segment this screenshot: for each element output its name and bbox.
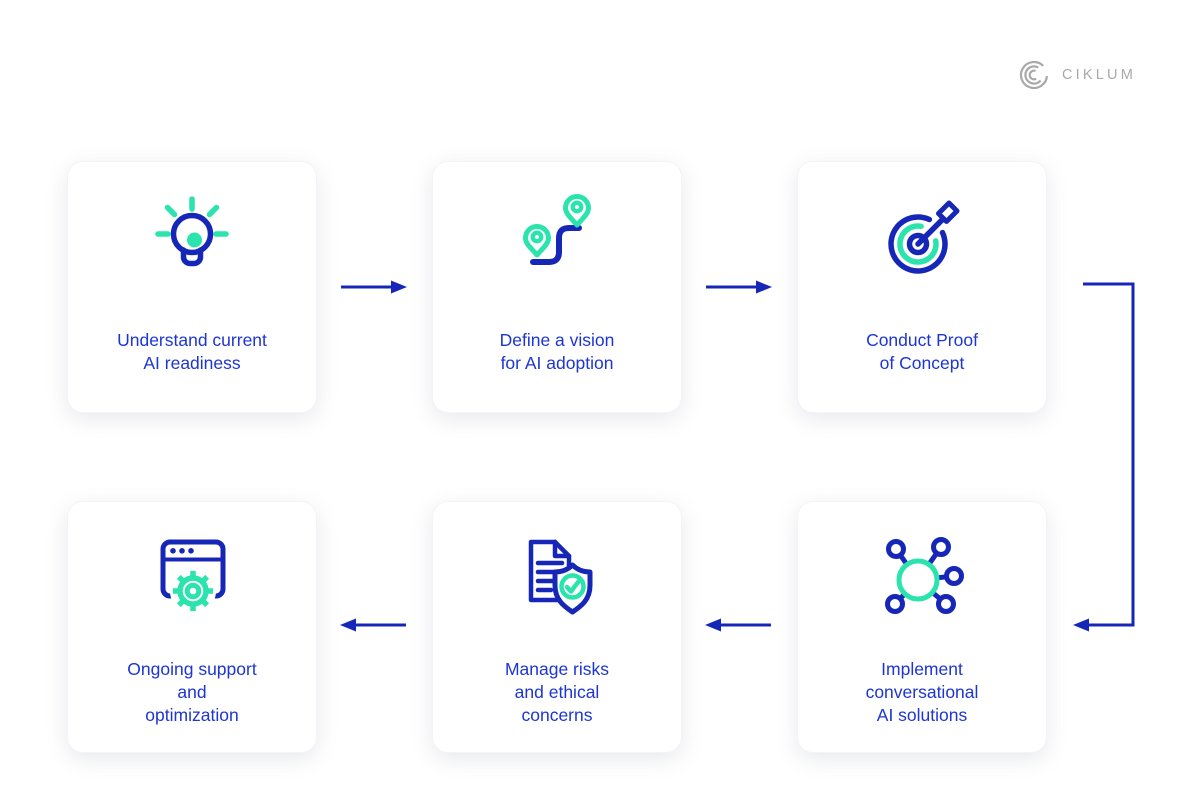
ciklum-logo: CIKLUM — [1019, 57, 1136, 93]
card-label-line: Implement — [881, 658, 963, 679]
card-label-line: Ongoing support — [127, 658, 257, 679]
route-icon — [523, 194, 591, 265]
lightbulb-icon — [155, 196, 229, 267]
card-label-line: of Concept — [879, 353, 965, 373]
card-label-line: Understand current — [117, 330, 267, 350]
arrow-left-icon — [340, 618, 406, 632]
card-icon-wrap — [798, 502, 1046, 650]
step-card-understand-ai-readiness: Understand current AI readiness — [67, 161, 317, 413]
card-icon-wrap — [68, 502, 316, 650]
card-label-line: AI solutions — [876, 704, 968, 725]
step-card-implement-ai-solutions: Implement conversational AI solutions — [797, 501, 1047, 753]
card-label-line: and ethical — [514, 681, 600, 702]
card-label-line: conversational — [865, 681, 979, 702]
logo-text: CIKLUM — [1062, 67, 1136, 83]
card-label: Manage risks and ethical concerns — [433, 650, 681, 752]
card-label-line: and — [177, 681, 207, 702]
card-icon-wrap — [68, 162, 316, 310]
card-label: Conduct Proof of Concept — [798, 310, 1046, 412]
ciklum-logo-mark-icon — [1019, 60, 1049, 90]
target-dart-icon — [888, 200, 960, 274]
card-label-line: AI readiness — [143, 353, 241, 373]
card-icon-wrap — [433, 162, 681, 310]
arrow-right-icon — [706, 280, 772, 294]
card-label: Understand current AI readiness — [68, 310, 316, 412]
card-label-line: optimization — [145, 704, 239, 725]
network-icon — [885, 537, 964, 614]
card-label: Define a vision for AI adoption — [433, 310, 681, 412]
elbow-connector-arrow-icon — [1073, 282, 1135, 632]
step-card-define-vision: Define a vision for AI adoption — [432, 161, 682, 413]
card-label-line: Manage risks — [504, 658, 610, 679]
card-label-line: Conduct Proof — [866, 330, 978, 350]
card-label-line: concerns — [521, 704, 593, 725]
browser-gear-icon — [160, 539, 226, 614]
card-label-line: Define a vision — [499, 330, 615, 350]
card-label: Ongoing support and optimization — [68, 650, 316, 752]
arrow-left-icon — [705, 618, 771, 632]
card-label: Implement conversational AI solutions — [798, 650, 1046, 752]
step-card-conduct-poc: Conduct Proof of Concept — [797, 161, 1047, 413]
card-label-line: for AI adoption — [500, 353, 614, 373]
arrow-right-icon — [341, 280, 407, 294]
card-icon-wrap — [433, 502, 681, 650]
card-icon-wrap — [798, 162, 1046, 310]
step-card-manage-risks: Manage risks and ethical concerns — [432, 501, 682, 753]
shield-document-icon — [528, 539, 593, 615]
step-card-ongoing-support: Ongoing support and optimization — [67, 501, 317, 753]
